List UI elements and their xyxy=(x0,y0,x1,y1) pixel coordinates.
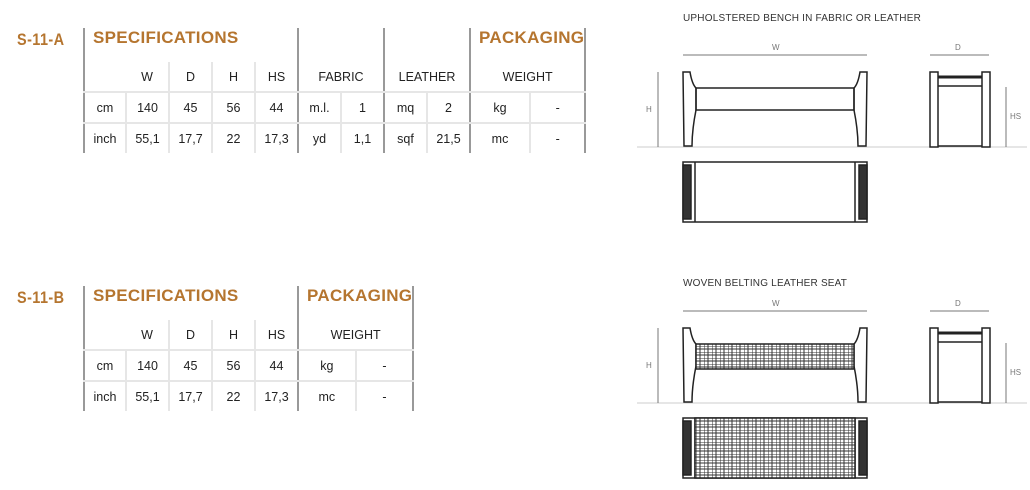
col-hs: HS xyxy=(255,62,299,93)
col-weight: WEIGHT xyxy=(298,320,415,351)
svg-text:HS: HS xyxy=(1010,112,1021,121)
svg-text:H: H xyxy=(646,361,652,370)
col-weight: WEIGHT xyxy=(470,62,587,93)
packaging-title: PACKAGING xyxy=(298,286,415,320)
woven-bench-drawing: W D H HS xyxy=(635,299,1029,480)
drawing-title: UPHOLSTERED BENCH IN FABRIC OR LEATHER xyxy=(683,13,922,24)
col-d: D xyxy=(169,320,213,351)
spec-title: SPECIFICATIONS xyxy=(83,28,299,62)
product-code: S-11-B xyxy=(17,288,65,307)
col-d: D xyxy=(169,62,213,93)
col-leather: LEATHER xyxy=(384,62,471,93)
svg-text:HS: HS xyxy=(1010,368,1021,377)
col-w: W xyxy=(126,62,170,93)
product-code: S-11-A xyxy=(17,30,65,49)
svg-text:H: H xyxy=(646,105,652,114)
svg-text:W: W xyxy=(772,43,780,52)
svg-text:D: D xyxy=(955,43,961,52)
packaging-title: PACKAGING xyxy=(470,28,587,62)
col-w: W xyxy=(126,320,170,351)
col-hs: HS xyxy=(255,320,299,351)
col-h: H xyxy=(212,62,256,93)
svg-text:D: D xyxy=(955,299,961,308)
svg-text:W: W xyxy=(772,299,780,308)
upholstered-bench-drawing: W D H HS xyxy=(635,43,1029,224)
col-h: H xyxy=(212,320,256,351)
drawing-title: WOVEN BELTING LEATHER SEAT xyxy=(683,278,848,289)
spec-title: SPECIFICATIONS xyxy=(83,286,299,320)
col-fabric: FABRIC xyxy=(298,62,385,93)
